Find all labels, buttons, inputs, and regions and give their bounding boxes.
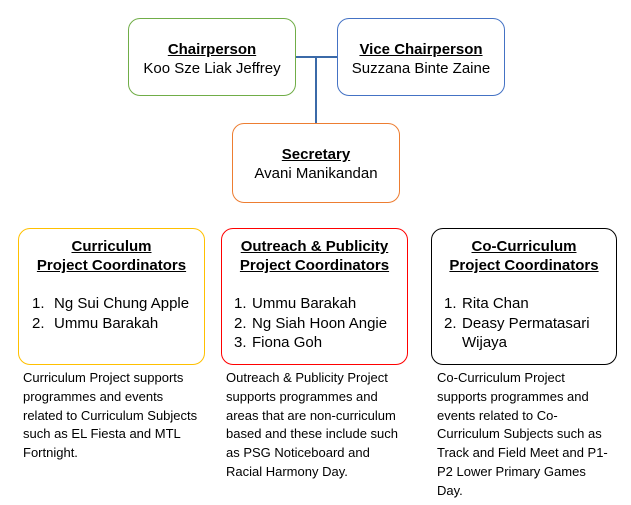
member-name: Ummu Barakah (54, 314, 159, 332)
member-name: Deasy Permatasari Wijaya (462, 314, 590, 352)
curriculum-title-line1: Curriculum (71, 238, 152, 255)
co-curriculum-title-line1: Co-Curriculum (471, 238, 577, 255)
member-name: Ummu Barakah (252, 295, 357, 312)
outreach-description: Outreach & Publicity Project supports pr… (226, 370, 399, 479)
list-item: 3.Fiona Goh (234, 334, 323, 351)
vice-chairperson-title: Vice Chairperson (359, 41, 483, 58)
list-item: 1.Ng Sui Chung Apple (32, 295, 190, 312)
member-name: Rita Chan (462, 295, 529, 312)
secretary-box: Secretary Avani Manikandan (232, 123, 400, 203)
secretary-name: Avani Manikandan (254, 165, 378, 182)
curriculum-title-line2: Project Coordinators (36, 257, 187, 274)
chairperson-box: Chairperson Koo Sze Liak Jeffrey (128, 18, 296, 96)
member-name: Ng Siah Hoon Angie (252, 314, 388, 332)
outreach-title-line2: Project Coordinators (239, 257, 390, 274)
secretary-title: Secretary (281, 146, 351, 163)
outreach-publicity-coordinators-box: Outreach & Publicity Project Coordinator… (221, 228, 408, 365)
list-item: 2.Ng Siah Hoon Angie (234, 314, 388, 332)
list-item: 1.Rita Chan (444, 295, 529, 312)
chairperson-title: Chairperson (167, 41, 257, 58)
curriculum-member-list: 1.Ng Sui Chung Apple 2.Ummu Barakah (32, 294, 200, 333)
list-item: 1.Ummu Barakah (234, 295, 357, 312)
outreach-title-line1: Outreach & Publicity (240, 238, 389, 255)
co-curriculum-description: Co-Curriculum Project supports programme… (437, 370, 608, 498)
curriculum-description: Curriculum Project supports programmes a… (23, 370, 198, 461)
co-curriculum-coordinators-box: Co-Curriculum Project Coordinators 1.Rit… (431, 228, 617, 365)
curriculum-coordinators-box: Curriculum Project Coordinators 1.Ng Sui… (18, 228, 205, 365)
member-name: Fiona Goh (252, 334, 323, 351)
connector-chair-vice (296, 56, 338, 58)
chairperson-name: Koo Sze Liak Jeffrey (143, 60, 281, 77)
vice-chairperson-box: Vice Chairperson Suzzana Binte Zaine (337, 18, 505, 96)
co-curriculum-member-list: 1.Rita Chan 2.Deasy Permatasari Wijaya (444, 294, 612, 353)
co-curriculum-title-line2: Project Coordinators (449, 257, 599, 274)
list-item: 2.Ummu Barakah (32, 314, 159, 332)
outreach-member-list: 1.Ummu Barakah 2.Ng Siah Hoon Angie 3.Fi… (234, 294, 406, 353)
vice-chairperson-name: Suzzana Binte Zaine (351, 60, 491, 77)
member-name: Ng Sui Chung Apple (54, 295, 190, 312)
list-item: 2.Deasy Permatasari Wijaya (444, 314, 590, 352)
connector-to-secretary (315, 56, 317, 123)
